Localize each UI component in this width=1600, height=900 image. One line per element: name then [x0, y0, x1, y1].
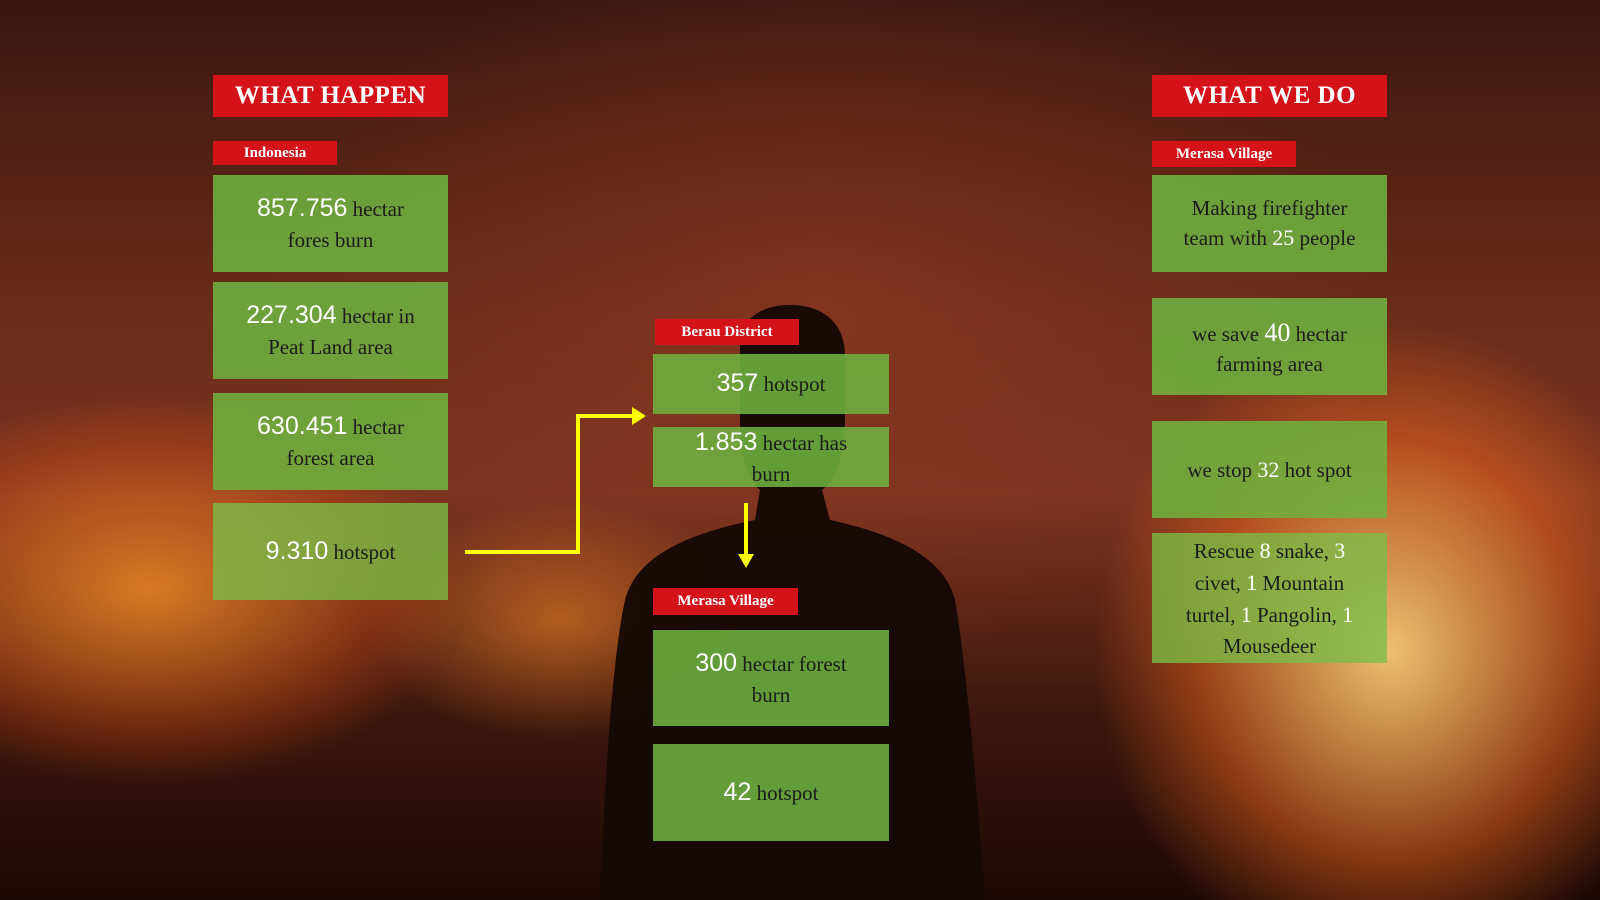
action-text: people: [1299, 225, 1356, 250]
action-value: 3: [1334, 537, 1346, 563]
stat-text: hectar: [352, 415, 404, 440]
berau-district-tag: Berau District: [655, 319, 799, 345]
stat-text: burn: [751, 682, 791, 707]
stat-text: forest area: [286, 446, 375, 471]
stat-value: 227.304: [246, 301, 337, 330]
action-box-firefighter-team: Making firefighter team with 25 people: [1152, 175, 1387, 272]
stat-value: 857.756: [257, 194, 348, 223]
action-box-hot-spot: we stop 32 hot spot: [1152, 421, 1387, 518]
stat-text: hectar has: [762, 430, 848, 455]
arrow-right-icon: [465, 407, 646, 554]
stat-value: 42: [723, 777, 752, 806]
stat-text: hectar in: [341, 304, 415, 329]
action-text: Pangolin,: [1256, 602, 1337, 627]
action-text: farming area: [1216, 351, 1323, 376]
action-value: 1: [1240, 601, 1252, 627]
action-text: civet,: [1194, 570, 1241, 595]
stat-value: 1.853: [694, 427, 758, 456]
action-value: 1: [1246, 569, 1258, 595]
stat-box-peat-land: 227.304 hectar in Peat Land area: [213, 282, 448, 379]
what-we-do-header: WHAT WE DO: [1152, 75, 1387, 117]
stat-text: hotspot: [333, 539, 396, 564]
stat-text: hectar forest: [742, 651, 847, 676]
action-text: hot spot: [1284, 457, 1352, 482]
stat-text: hotspot: [763, 372, 826, 397]
merasa-village-tag-right: Merasa Village: [1152, 141, 1296, 167]
stat-value: 630.451: [257, 412, 348, 441]
action-text: Mousedeer: [1222, 633, 1317, 658]
action-value: 32: [1257, 456, 1280, 482]
stat-box-hotspot: 9.310 hotspot: [213, 503, 448, 600]
action-text: Rescue: [1193, 538, 1255, 563]
action-text: hectar: [1295, 321, 1347, 346]
stat-text: hotspot: [756, 780, 819, 805]
action-box-animal-rescue: Rescue 8 snake, 3 civet, 1 Mountain turt…: [1152, 533, 1387, 663]
action-text: Mountain: [1262, 570, 1345, 595]
district-burn-box: 1.853 hectar has burn: [653, 427, 889, 487]
action-text: snake,: [1275, 538, 1329, 563]
action-text: we save: [1192, 321, 1260, 346]
what-happen-header: WHAT HAPPEN: [213, 75, 448, 117]
stat-box-forest-area: 630.451 hectar forest area: [213, 393, 448, 490]
district-hotspot-box: 357 hotspot: [653, 354, 889, 414]
stat-text: Peat Land area: [268, 335, 393, 360]
village-hotspot-box: 42 hotspot: [653, 744, 889, 841]
stat-value: 9.310: [265, 536, 329, 565]
action-value: 8: [1259, 537, 1271, 563]
stat-value: 300: [695, 648, 738, 677]
indonesia-tag: Indonesia: [213, 141, 337, 165]
arrow-down-icon: [738, 503, 754, 568]
action-box-farming-area: we save 40 hectar farming area: [1152, 298, 1387, 395]
action-text: we stop: [1187, 457, 1253, 482]
action-text: turtel,: [1185, 602, 1236, 627]
action-value: 1: [1342, 601, 1354, 627]
action-text: team with: [1183, 225, 1267, 250]
action-value: 25: [1272, 224, 1295, 250]
merasa-village-tag-middle: Merasa Village: [653, 588, 798, 615]
action-value: 40: [1264, 317, 1291, 347]
stat-value: 357: [716, 369, 759, 398]
stat-text: hectar: [352, 197, 404, 222]
stat-box-forest-burn: 857.756 hectar fores burn: [213, 175, 448, 272]
action-text: Making firefighter: [1191, 196, 1348, 221]
stat-text: fores burn: [287, 228, 374, 253]
village-forest-burn-box: 300 hectar forest burn: [653, 630, 889, 726]
stat-text: burn: [751, 461, 791, 486]
